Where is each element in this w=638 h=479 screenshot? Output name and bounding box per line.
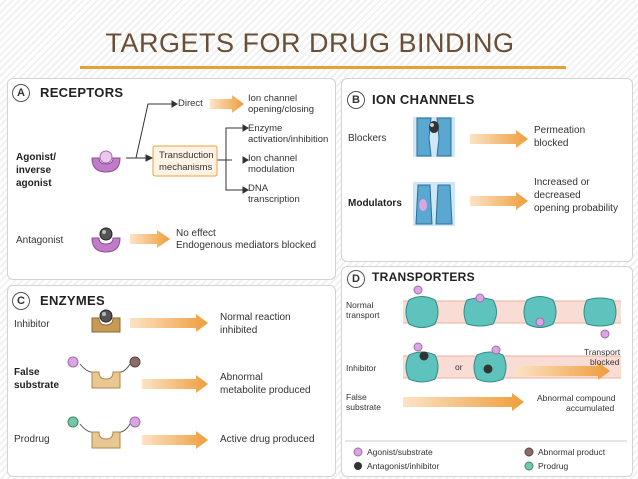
receptors-letter-badge: A bbox=[12, 84, 30, 102]
outcome-ion-channel-2: opening/closing bbox=[248, 104, 315, 115]
enzymes-heading: ENZYMES bbox=[40, 293, 105, 308]
modulators-label: Modulators bbox=[348, 198, 402, 209]
title-underline bbox=[80, 66, 566, 69]
transporter-cycle-icons bbox=[405, 285, 617, 339]
normal-transport-label-2: transport bbox=[346, 310, 380, 320]
direct-arrow bbox=[210, 95, 244, 113]
false-substrate-enzyme-icon bbox=[67, 356, 141, 389]
ion-channels-panel bbox=[341, 78, 633, 262]
modulated-channel-icon bbox=[413, 182, 455, 226]
antagonist-effect-1: No effect bbox=[176, 228, 216, 239]
legend-abnormal-label: Abnormal product bbox=[538, 447, 606, 457]
abnormal-compound-1: Abnormal compound bbox=[537, 393, 616, 403]
prodrug-enzyme-icon bbox=[67, 416, 141, 449]
legend-agonist-dot bbox=[353, 447, 363, 457]
inhibitor-enzyme-icon bbox=[91, 309, 121, 333]
inhibitor-effect-1: Normal reaction bbox=[220, 312, 291, 323]
blockers-arrow bbox=[470, 130, 528, 148]
blockers-effect-1: Permeation bbox=[534, 125, 586, 136]
transport-false-substrate-2: substrate bbox=[346, 402, 381, 412]
transport-inhibitor-label: Inhibitor bbox=[346, 363, 377, 373]
false-substrate-effect-1: Abnormal bbox=[220, 372, 263, 383]
legend-antagonist-label: Antagonist/inhibitor bbox=[367, 461, 440, 471]
receptors-heading: RECEPTORS bbox=[40, 85, 124, 100]
prodrug-arrow bbox=[142, 431, 208, 449]
outcome-modulation-2: modulation bbox=[248, 164, 295, 175]
transduction-box bbox=[152, 145, 218, 177]
or-label: or bbox=[455, 362, 463, 372]
direct-label: Direct bbox=[178, 98, 203, 109]
modulators-effect-2: decreased bbox=[534, 190, 581, 201]
false-substrate-arrow bbox=[142, 375, 208, 393]
transporters-heading: TRANSPORTERS bbox=[372, 270, 475, 284]
modulators-effect-1: Increased or bbox=[534, 177, 590, 188]
outcome-ion-channel-1: Ion channel bbox=[248, 93, 298, 104]
antagonist-receptor-icon bbox=[91, 227, 121, 253]
abnormal-compound-2: accumulated bbox=[566, 403, 615, 413]
transduction-label-1: Transduction bbox=[159, 150, 214, 161]
antagonist-effect-2: Endogenous mediators blocked bbox=[176, 240, 317, 251]
transduction-label-2: mechanisms bbox=[159, 162, 213, 173]
legend-agonist-label: Agonist/substrate bbox=[367, 447, 433, 457]
blocked-channel-icon bbox=[413, 117, 455, 157]
modulators-effect-3: opening probability bbox=[534, 203, 618, 214]
inhibitor-effect-2: inhibited bbox=[220, 325, 258, 336]
legend-prodrug-dot bbox=[524, 461, 534, 471]
membrane-normal bbox=[403, 300, 621, 324]
prodrug-effect: Active drug produced bbox=[220, 434, 315, 445]
agonist-label-1: Agonist/ bbox=[16, 152, 56, 163]
inhibited-transporter-icons bbox=[405, 342, 507, 383]
false-substrate-label-1: False bbox=[14, 367, 40, 378]
modulators-arrow bbox=[470, 192, 528, 210]
inhibitor-label: Inhibitor bbox=[14, 319, 50, 330]
abnormal-compound-arrow bbox=[403, 393, 524, 411]
inhibitor-arrow bbox=[130, 314, 208, 332]
receptor-branch-lines bbox=[126, 100, 249, 194]
blockers-label: Blockers bbox=[348, 133, 387, 144]
enzymes-letter-badge: C bbox=[12, 292, 30, 310]
legend-prodrug-label: Prodrug bbox=[538, 461, 569, 471]
transport-blocked-2: blocked bbox=[590, 357, 620, 367]
false-substrate-label-2: substrate bbox=[14, 380, 60, 391]
transport-blocked-1: Transport bbox=[584, 347, 621, 357]
agonist-receptor-icon bbox=[91, 150, 121, 173]
outcome-modulation-1: Ion channel bbox=[248, 153, 298, 164]
ion-channels-letter-badge: B bbox=[347, 91, 365, 109]
ion-channels-heading: ION CHANNELS bbox=[372, 92, 475, 107]
outcome-enzyme-2: activation/inhibition bbox=[248, 134, 329, 145]
receptors-panel bbox=[7, 78, 336, 280]
false-substrate-effect-2: metabolite produced bbox=[220, 385, 311, 396]
transporters-letter-badge: D bbox=[347, 270, 365, 288]
outcome-dna-1: DNA bbox=[248, 183, 269, 194]
legend-antagonist-dot bbox=[354, 462, 362, 470]
slide-title: TARGETS FOR DRUG BINDING bbox=[105, 28, 515, 58]
legend-abnormal-dot bbox=[524, 447, 534, 457]
outcome-dna-2: transcription bbox=[248, 194, 300, 205]
outcome-enzyme-1: Enzyme bbox=[248, 123, 283, 134]
antagonist-label: Antagonist bbox=[16, 235, 64, 246]
antagonist-arrow bbox=[130, 230, 170, 248]
blockers-effect-2: blocked bbox=[534, 138, 569, 149]
transport-false-substrate-1: False bbox=[346, 392, 367, 402]
prodrug-label: Prodrug bbox=[14, 434, 50, 445]
agonist-label-2: inverse bbox=[16, 165, 52, 176]
transport-blocked-arrow bbox=[515, 362, 610, 380]
agonist-label-3: agonist bbox=[16, 178, 52, 189]
normal-transport-label-1: Normal bbox=[346, 300, 374, 310]
